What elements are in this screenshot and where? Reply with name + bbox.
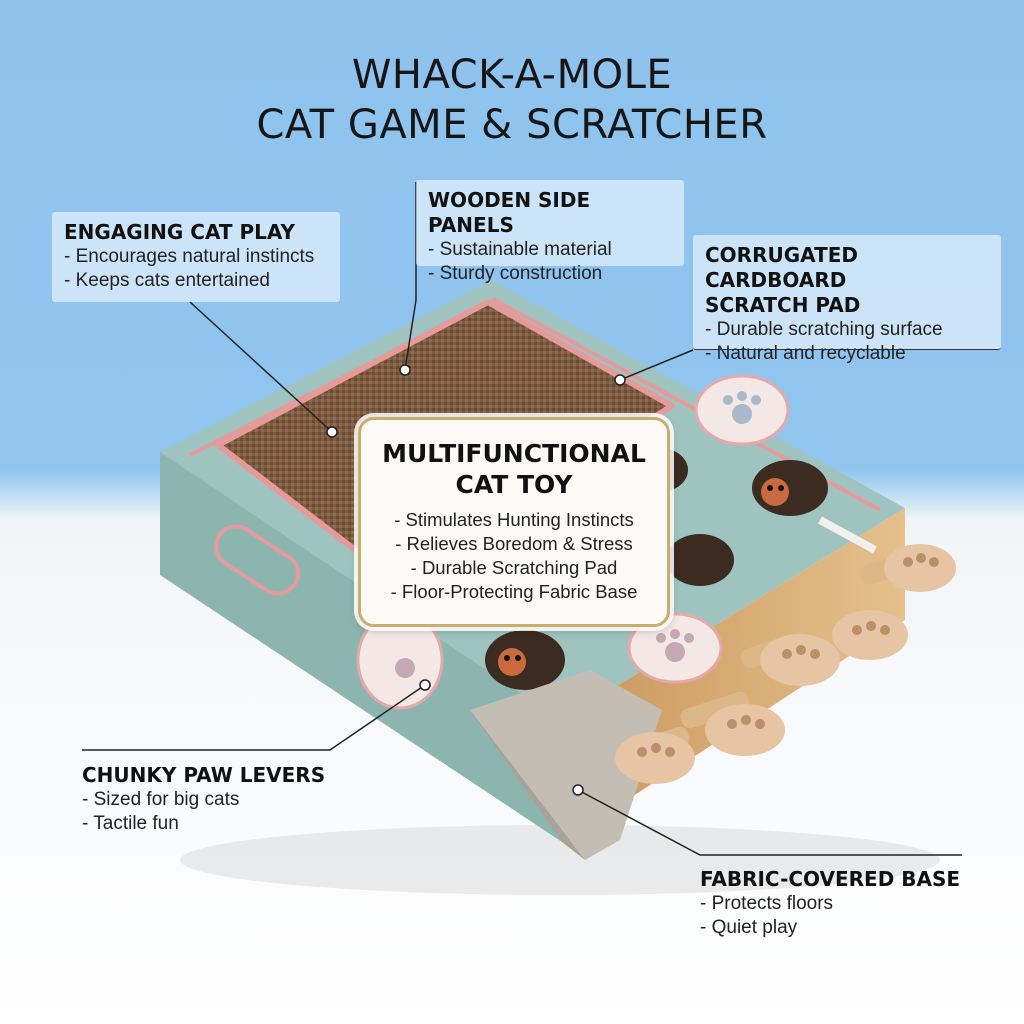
white-stripe	[818, 516, 877, 554]
mole-hole	[485, 630, 565, 690]
callout-line: - Quiet play	[700, 917, 798, 938]
callout-heading: CHUNKY PAW LEVERS	[82, 763, 326, 787]
callout-engaging-cat-play: ENGAGING CAT PLAY - Encourages natural i…	[52, 212, 340, 302]
pink-track-outline	[214, 524, 300, 596]
floor-shadow	[180, 825, 940, 895]
callout-wooden-side-panels: WOODEN SIDE PANELS - Sustainable materia…	[416, 180, 684, 284]
callout-multifunctional-cat-toy: MULTIFUNCTIONAL CAT TOY - Stimulates Hun…	[358, 417, 670, 627]
callout-line: - Sustainable material	[428, 239, 612, 260]
center-line: - Relieves Boredom & Stress	[395, 533, 633, 554]
leader-line-engaging	[189, 301, 333, 433]
fabric-flap-shade	[470, 710, 585, 860]
callout-line: - Sturdy construction	[428, 263, 603, 284]
paw-lever	[680, 691, 785, 756]
callout-heading: CORRUGATED CARDBOARD	[705, 243, 858, 292]
callout-line: - Keeps cats entertained	[64, 270, 270, 291]
callout-chunky-paw-levers: CHUNKY PAW LEVERS - Sized for big cats -…	[82, 763, 362, 836]
leader-line-paw	[82, 684, 426, 751]
callout-line: - Protects floors	[700, 893, 834, 914]
callout-line: - Tactile fun	[82, 813, 179, 834]
leader-lines	[82, 182, 962, 856]
paw-lever	[860, 544, 956, 592]
mole-hole	[752, 460, 828, 516]
callout-line: - Natural and recyclable	[705, 343, 906, 364]
callout-heading: ENGAGING CAT PLAY	[64, 220, 295, 244]
paw-print-decoration-top	[694, 374, 790, 446]
page-title-line1: WHACK-A-MOLE	[351, 52, 673, 98]
callout-line: - Sized for big cats	[82, 789, 240, 810]
fabric-base-flap	[470, 670, 662, 860]
paw-lever	[615, 726, 695, 784]
callout-line: - Encourages natural instincts	[64, 246, 315, 267]
paw-lever	[740, 631, 840, 686]
leader-line-cardboard	[619, 349, 694, 381]
center-line: - Floor-Protecting Fabric Base	[390, 581, 638, 602]
callout-heading: WOODEN SIDE PANELS	[428, 188, 591, 237]
leader-dots	[326, 364, 626, 796]
paw-print-decoration-front	[627, 612, 723, 684]
leader-line-fabric	[577, 789, 962, 856]
mole-hole	[666, 534, 734, 586]
page-title-line2: CAT GAME & SCRATCHER	[256, 102, 768, 148]
center-heading: CAT TOY	[455, 470, 573, 499]
center-heading: MULTIFUNCTIONAL	[382, 439, 646, 468]
callout-heading: SCRATCH PAD	[705, 293, 861, 317]
callout-line: - Durable scratching surface	[705, 319, 943, 340]
paw-lever	[830, 610, 908, 660]
callout-heading: FABRIC-COVERED BASE	[700, 867, 961, 891]
center-line: - Stimulates Hunting Instincts	[394, 509, 634, 530]
callout-fabric-covered-base: FABRIC-COVERED BASE - Protects floors - …	[700, 867, 1000, 940]
center-line: - Durable Scratching Pad	[410, 557, 618, 578]
callout-corrugated-cardboard: CORRUGATED CARDBOARD SCRATCH PAD - Durab…	[693, 235, 1001, 364]
